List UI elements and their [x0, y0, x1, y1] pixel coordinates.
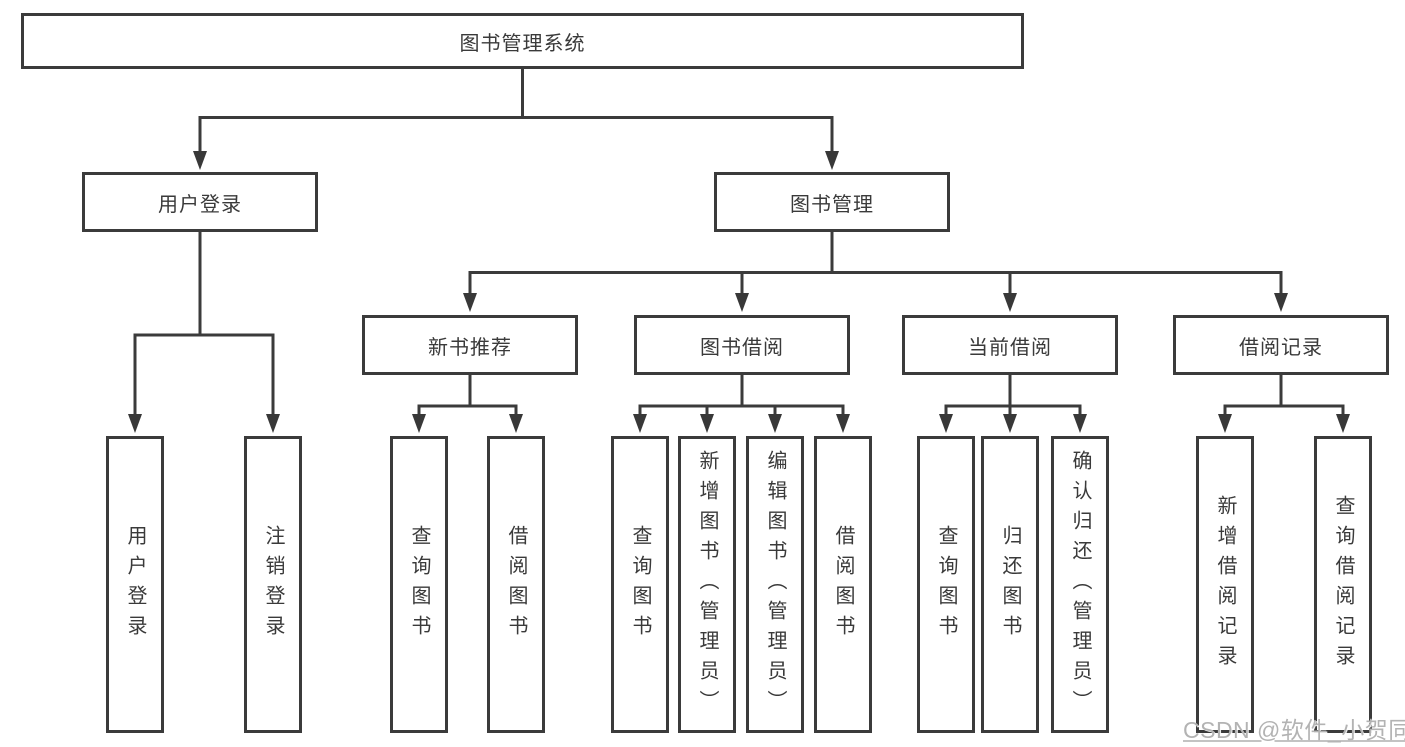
node-book-management: 图书管理: [714, 172, 950, 232]
node-current-borrowing-label: 当前借阅: [968, 336, 1052, 359]
leaf-query-borrow-record-label: 查询借阅记录: [1332, 494, 1354, 675]
leaf-add-borrow-record: 新增借阅记录: [1196, 436, 1254, 733]
leaf-add-book-admin-label: 新增图书（管理员）: [696, 449, 718, 720]
leaf-query-books-current: 查询图书: [917, 436, 975, 733]
leaf-borrow-books-recommend-label: 借阅图书: [505, 524, 527, 645]
node-current-borrowing: 当前借阅: [902, 315, 1118, 375]
leaf-add-borrow-record-label: 新增借阅记录: [1214, 494, 1236, 675]
leaf-query-books-borrowing: 查询图书: [611, 436, 669, 733]
leaf-query-books-borrowing-label: 查询图书: [629, 524, 651, 645]
leaf-edit-book-admin-label: 编辑图书（管理员）: [764, 449, 786, 720]
leaf-borrow-books-borrowing: 借阅图书: [814, 436, 872, 733]
node-book-borrowing: 图书借阅: [634, 315, 850, 375]
leaf-confirm-return-admin: 确认归还（管理员）: [1051, 436, 1109, 733]
leaf-user-login-label: 用户登录: [124, 524, 146, 645]
node-borrowing-records: 借阅记录: [1173, 315, 1389, 375]
leaf-borrow-books-borrowing-label: 借阅图书: [832, 524, 854, 645]
leaf-return-book: 归还图书: [981, 436, 1039, 733]
leaf-logout-label: 注销登录: [262, 524, 284, 645]
leaf-query-books-recommend: 查询图书: [390, 436, 448, 733]
leaf-edit-book-admin: 编辑图书（管理员）: [746, 436, 804, 733]
leaf-logout: 注销登录: [244, 436, 302, 733]
leaf-confirm-return-admin-label: 确认归还（管理员）: [1069, 449, 1091, 720]
leaf-query-books-current-label: 查询图书: [935, 524, 957, 645]
node-book-management-label: 图书管理: [790, 193, 874, 216]
arrowheads: [128, 151, 1350, 433]
leaf-add-book-admin: 新增图书（管理员）: [678, 436, 736, 733]
leaf-borrow-books-recommend: 借阅图书: [487, 436, 545, 733]
csdn-watermark: CSDN @软件_小贺同学: [1183, 717, 1405, 743]
node-root-label: 图书管理系统: [459, 32, 586, 55]
leaf-query-books-recommend-label: 查询图书: [408, 524, 430, 645]
node-root: 图书管理系统: [21, 13, 1024, 69]
leaf-return-book-label: 归还图书: [999, 524, 1021, 645]
node-user-login: 用户登录: [82, 172, 318, 232]
leaf-query-borrow-record: 查询借阅记录: [1314, 436, 1372, 733]
node-book-borrowing-label: 图书借阅: [700, 336, 784, 359]
node-new-book-recommend: 新书推荐: [362, 315, 578, 375]
node-new-book-recommend-label: 新书推荐: [428, 336, 512, 359]
leaf-user-login: 用户登录: [106, 436, 164, 733]
node-borrowing-records-label: 借阅记录: [1239, 336, 1323, 359]
node-user-login-label: 用户登录: [158, 193, 242, 216]
